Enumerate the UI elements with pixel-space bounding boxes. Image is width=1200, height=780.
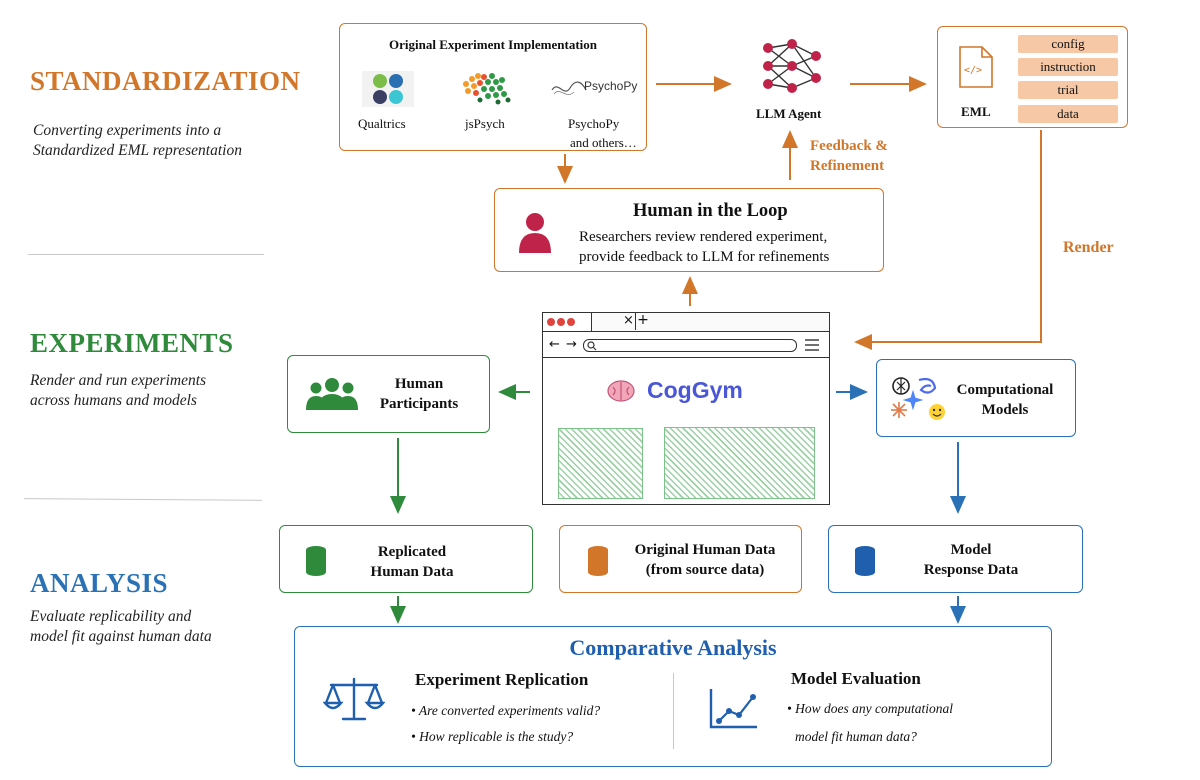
experiments-desc-line1: Render and run experiments [30, 372, 207, 389]
person-icon [517, 211, 553, 255]
human-in-loop-box: Human in the Loop Researchers review ren… [494, 188, 884, 272]
human-participants-line1: Human [394, 376, 444, 392]
new-tab-icon[interactable]: + [635, 312, 650, 330]
database-icon-orange [588, 546, 608, 576]
window-close-dot[interactable] [547, 318, 555, 326]
standardization-desc-line2: Standardized EML representation [33, 142, 242, 159]
render-label: Render [1063, 239, 1114, 256]
hatched-panel-left [558, 428, 643, 499]
llm-agent-label: LLM Agent [756, 106, 822, 121]
eml-label: EML [961, 104, 991, 119]
psychopy-logo: PsychoPy [550, 76, 640, 102]
browser-tab-bar [543, 313, 829, 332]
analysis-desc: Evaluate replicability and model fit aga… [30, 607, 212, 647]
psychopy-label: PsychoPy [568, 116, 620, 131]
menu-icon[interactable] [805, 339, 819, 351]
original-implementation-title: Original Experiment Implementation [389, 37, 597, 52]
model-logos-icon [889, 374, 947, 424]
psychopy-logo-text: PsychoPy [584, 79, 638, 93]
human-participants-box: Human Participants [287, 355, 490, 433]
eml-tag-instruction: instruction [1018, 58, 1118, 76]
eml-file-glyph: </> [964, 65, 983, 76]
window-maximize-dot[interactable] [567, 318, 575, 326]
analysis-title: ANALYSIS [30, 568, 169, 598]
original-implementation-box: Original Experiment Implementation Qualt… [339, 23, 647, 151]
jspsych-logo [458, 70, 516, 110]
computational-models-label: Computational Models [949, 380, 1061, 420]
coggym-browser-window: × + ← → CogGym [542, 312, 830, 505]
experiments-desc: Render and run experiments across humans… [30, 371, 206, 411]
feedback-line2: Refinement [810, 158, 885, 174]
original-data-line1: Original Human Data [634, 542, 776, 558]
replicated-data-label: Replicated Human Data [350, 542, 474, 582]
standardization-desc: Converting experiments into a Standardiz… [33, 121, 242, 161]
replicated-data-line1: Replicated [377, 544, 447, 560]
feedback-refinement-label: Feedback & Refinement [810, 136, 888, 176]
brain-icon [607, 379, 635, 403]
eml-tag-data: data [1018, 105, 1118, 123]
browser-toolbar: ← → [543, 335, 829, 358]
divider-top [28, 254, 264, 255]
model-response-box: Model Response Data [828, 525, 1083, 593]
eml-tag-trial: trial [1018, 81, 1118, 99]
feedback-line1: Feedback & [810, 138, 888, 154]
llm-agent-network-icon [756, 38, 828, 96]
original-data-label: Original Human Data (from source data) [620, 540, 790, 580]
url-bar[interactable] [583, 339, 797, 352]
tab-close-icon[interactable]: × [623, 313, 634, 328]
replicated-data-line2: Human Data [370, 564, 454, 580]
experiment-replication-title: Experiment Replication [415, 670, 589, 689]
window-minimize-dot[interactable] [557, 318, 565, 326]
human-in-loop-line2: provide feedback to LLM for refinements [579, 249, 830, 265]
replicated-data-box: Replicated Human Data [279, 525, 533, 593]
eml-tag-config: config [1018, 35, 1118, 53]
forward-arrow-icon[interactable]: → [566, 337, 577, 352]
standardization-desc-line1: Converting experiments into a [33, 122, 222, 139]
hatched-panel-right [664, 427, 815, 499]
experiments-title: EXPERIMENTS [30, 328, 234, 358]
eml-file-icon: </> [958, 45, 994, 89]
qualtrics-logo [362, 71, 414, 107]
human-participants-label: Human Participants [372, 374, 466, 414]
database-icon-blue [855, 546, 875, 576]
model-response-label: Model Response Data [899, 540, 1043, 580]
qualtrics-label: Qualtrics [358, 116, 406, 131]
others-label: and others… [570, 135, 637, 150]
people-group-icon [306, 376, 358, 412]
comparative-analysis-title: Comparative Analysis [569, 635, 777, 660]
evaluation-question-1: • How does any computational [787, 701, 953, 716]
analysis-divider [673, 673, 674, 749]
arrow-eml-render [854, 130, 1042, 350]
model-evaluation-title: Model Evaluation [791, 669, 921, 688]
analysis-desc-line2: model fit against human data [30, 628, 212, 645]
original-data-line2: (from source data) [645, 562, 765, 578]
experiments-desc-line2: across humans and models [30, 392, 197, 409]
balance-scale-icon [322, 675, 386, 723]
replication-question-1: • Are converted experiments valid? [411, 703, 601, 718]
computational-models-line1: Computational [956, 382, 1054, 398]
human-in-loop-title: Human in the Loop [633, 201, 788, 221]
computational-models-line2: Models [981, 402, 1029, 418]
analysis-desc-line1: Evaluate replicability and [30, 608, 192, 625]
computational-models-box: Computational Models [876, 359, 1076, 437]
model-response-line2: Response Data [923, 562, 1019, 578]
browser-tab[interactable] [543, 313, 592, 331]
back-arrow-icon[interactable]: ← [549, 337, 560, 352]
database-icon-green [306, 546, 326, 576]
human-in-loop-line1: Researchers review rendered experiment, [579, 229, 828, 245]
line-chart-icon [709, 687, 759, 729]
coggym-title: CogGym [647, 377, 743, 403]
comparative-analysis-box: Comparative Analysis Experiment Replicat… [294, 626, 1052, 767]
human-participants-line2: Participants [379, 396, 459, 412]
model-response-line1: Model [950, 542, 992, 558]
replication-question-2: • How replicable is the study? [411, 729, 574, 744]
original-data-box: Original Human Data (from source data) [559, 525, 802, 593]
human-in-loop-desc: Researchers review rendered experiment, … [579, 227, 829, 267]
eml-box: </> EML config instruction trial data [937, 26, 1128, 128]
search-icon [587, 341, 597, 351]
standardization-title: STANDARDIZATION [30, 66, 301, 96]
evaluation-question-2: model fit human data? [795, 729, 917, 744]
jspsych-label: jsPsych [465, 116, 505, 131]
